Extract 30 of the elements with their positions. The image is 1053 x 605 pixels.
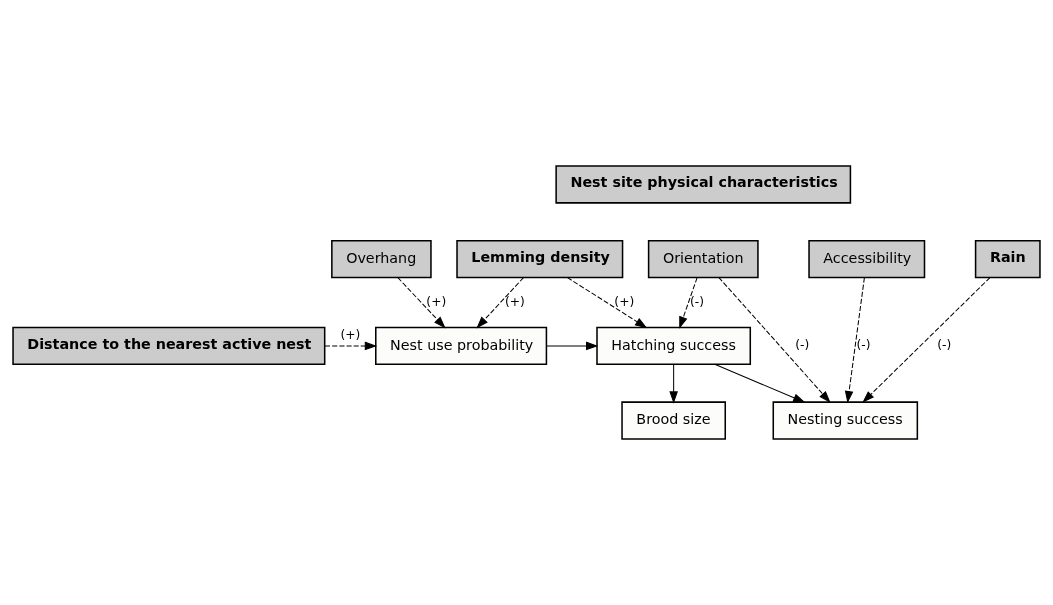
edge-label: (+)	[340, 328, 361, 343]
node-box: Distance to the nearest active nest	[12, 326, 326, 366]
node-box: Orientation	[647, 239, 759, 279]
node-box: Accessibility	[808, 239, 926, 279]
node-box: Nest site physical characteristics	[555, 165, 852, 204]
arrow	[397, 277, 446, 329]
arrow	[476, 277, 524, 329]
edge-label: (+)	[426, 294, 447, 309]
arrow	[679, 277, 698, 329]
arrow	[669, 364, 678, 404]
arrow	[844, 277, 865, 404]
node-box: Rain	[974, 239, 1041, 279]
node-box: Overhang	[331, 239, 432, 279]
edge-label: (-)	[856, 338, 871, 353]
arrow	[324, 341, 378, 351]
arrow	[714, 363, 806, 403]
node-box: Lemming density	[456, 239, 624, 279]
arrow	[567, 277, 648, 329]
edge-label: (-)	[689, 294, 704, 309]
arrow	[862, 277, 991, 403]
edge-label: (+)	[505, 294, 525, 309]
node-box: Nest use probability	[375, 326, 548, 366]
node-box: Nesting success	[772, 401, 919, 440]
node-box: Brood size	[621, 401, 726, 440]
edge-label: (+)	[614, 294, 635, 309]
arrow	[718, 277, 831, 403]
node-box: Hatching success	[596, 326, 752, 366]
arrow	[546, 341, 599, 351]
edge-label: (-)	[795, 338, 810, 353]
edge-label: (-)	[937, 338, 952, 353]
